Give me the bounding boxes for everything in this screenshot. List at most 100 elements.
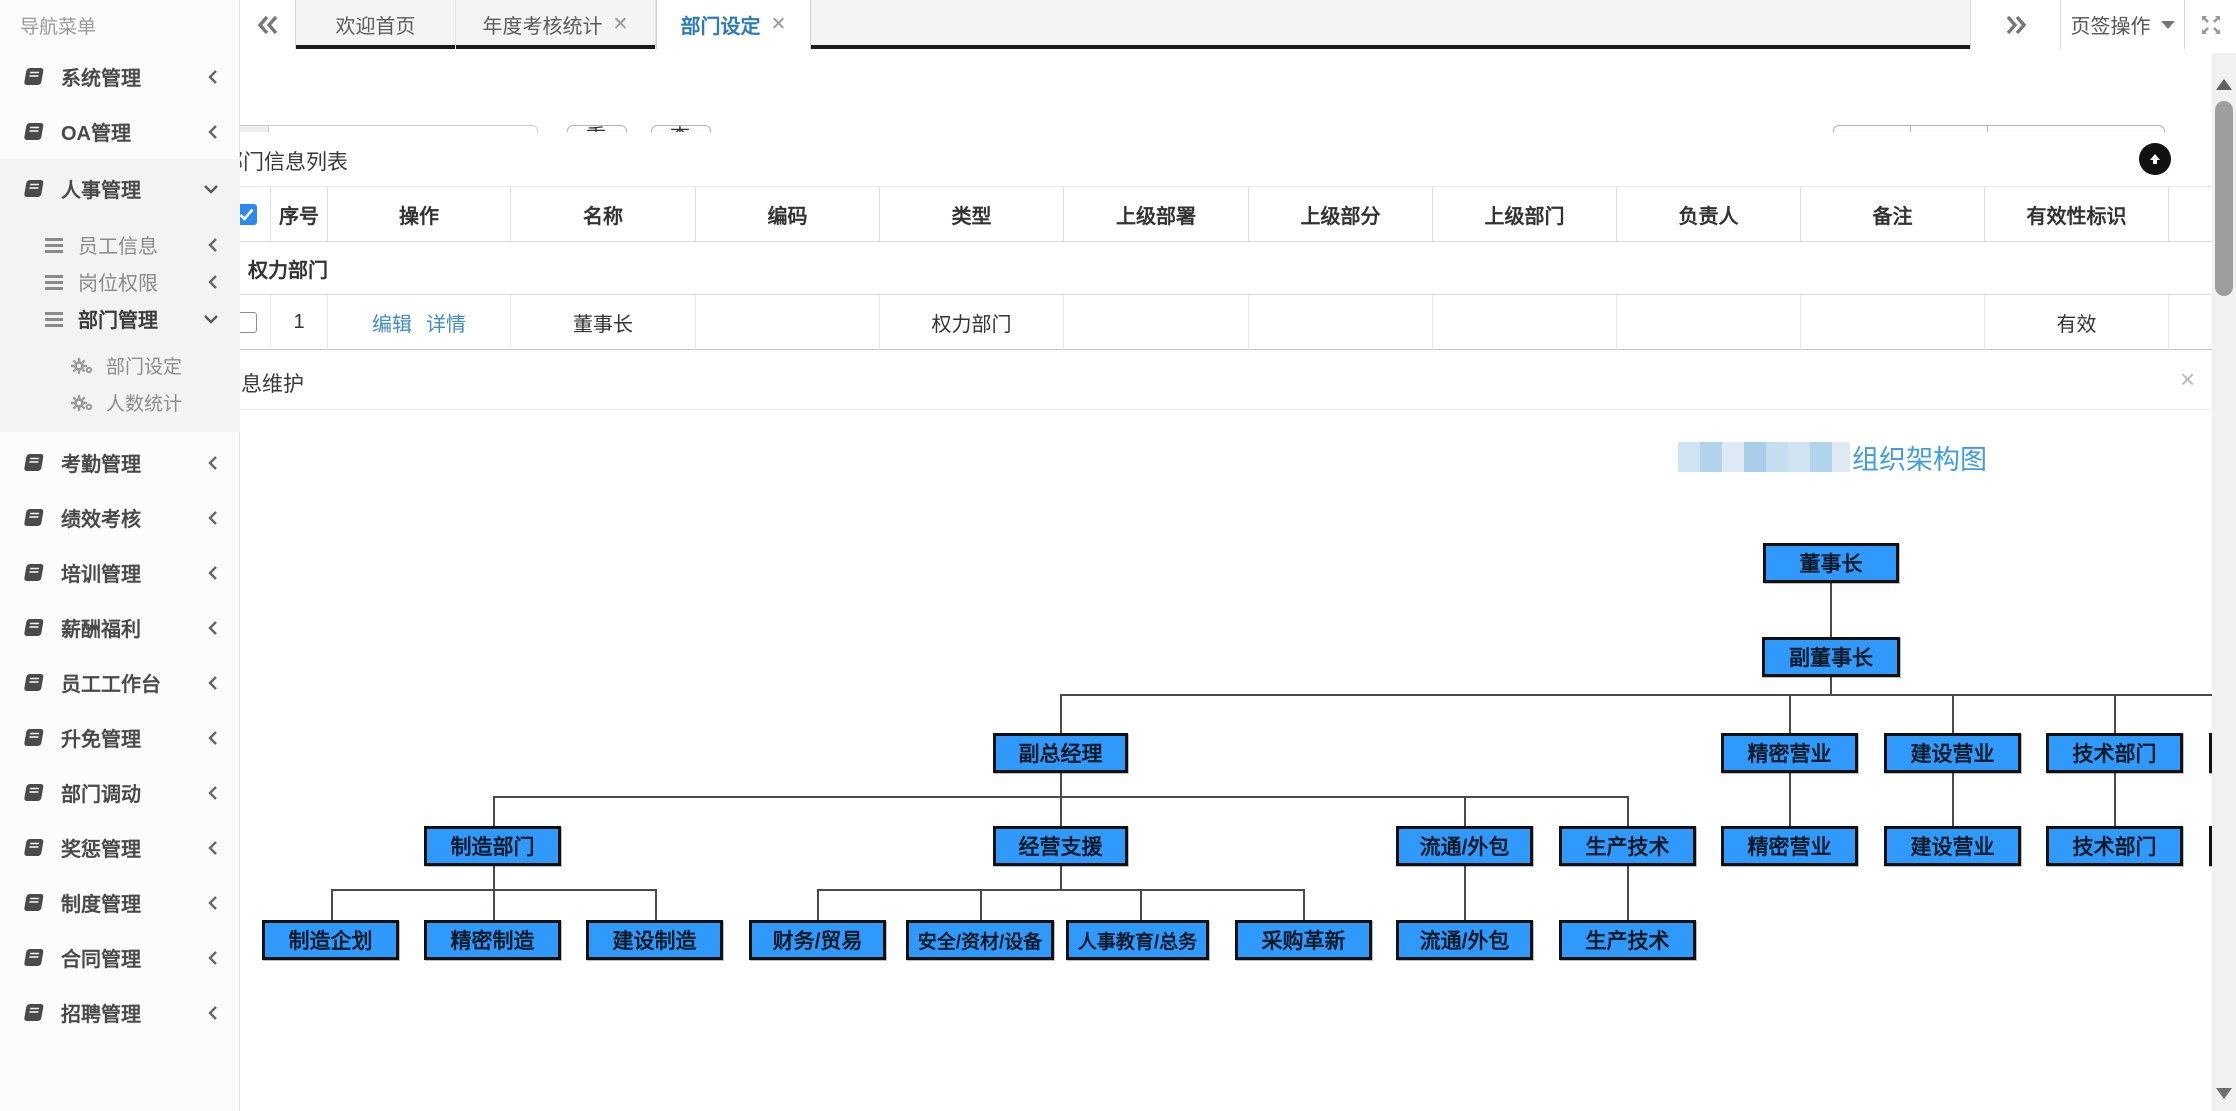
sidebar-item-部门管理[interactable]: 部门管理 (0, 300, 240, 337)
book-icon (24, 673, 45, 692)
org-node-生产技术[interactable]: 生产技术 (1559, 920, 1696, 960)
tab-bar: 欢迎首页年度考核统计✕ 部门设定 ✕ 页签操作 (240, 0, 2236, 49)
book-icon (24, 563, 45, 582)
book-icon (24, 948, 45, 967)
org-node-制造部门[interactable]: 制造部门 (424, 826, 561, 866)
chevron-left-icon (206, 454, 220, 472)
sidebar-item-岗位权限[interactable]: 岗位权限 (0, 263, 240, 300)
scrollbar-thumb[interactable] (2215, 101, 2233, 296)
org-node-建设营业[interactable]: 建设营业 (1884, 733, 2021, 773)
tab-label: 部门设定 (680, 16, 761, 38)
sidebar-item-系统管理[interactable]: 系统管理 (0, 49, 240, 104)
org-node-精密制造[interactable]: 精密制造 (424, 920, 561, 960)
sidebar-item-升免管理[interactable]: 升免管理 (0, 710, 240, 765)
collapse-panel-button[interactable] (2139, 143, 2171, 175)
tab-close-icon[interactable]: ✕ (612, 14, 629, 35)
org-connector-line (1789, 773, 1791, 826)
sidebar-item-招聘管理[interactable]: 招聘管理 (0, 985, 240, 1040)
org-node-精密营业[interactable]: 精密营业 (1721, 733, 1858, 773)
select-all-checkbox[interactable] (235, 204, 257, 225)
org-node-生产技术[interactable]: 生产技术 (1559, 826, 1696, 866)
book-icon (24, 453, 45, 472)
org-connector-line (2114, 773, 2116, 826)
org-node-clipped[interactable] (2209, 733, 2212, 773)
org-node-经营支援[interactable]: 经营支援 (993, 826, 1128, 866)
sidebar-item-部门调动[interactable]: 部门调动 (0, 765, 240, 820)
sidebar-item-员工工作台[interactable]: 员工工作台 (0, 655, 240, 710)
sidebar-item-薪酬福利[interactable]: 薪酬福利 (0, 600, 240, 655)
fullscreen-toggle-button[interactable] (2184, 0, 2236, 49)
vertical-scrollbar[interactable] (2212, 53, 2236, 1111)
org-node-精密营业[interactable]: 精密营业 (1721, 826, 1858, 866)
org-node-流通/外包[interactable]: 流通/外包 (1396, 920, 1533, 960)
sidebar-item-label: OA管理 (61, 123, 131, 145)
org-node-流通/外包[interactable]: 流通/外包 (1396, 826, 1533, 866)
org-chart: 组织架构图 董事长副董事长副总经理精密营业建设营业技术部门制造部门经营支援流通/… (0, 410, 2212, 1111)
column-header-上级部分: 上级部分 (1249, 187, 1433, 242)
tabs-scroll-left-button[interactable] (240, 0, 296, 49)
tabs-scroll-right-button[interactable] (1970, 0, 2060, 49)
sidebar-item-奖惩管理[interactable]: 奖惩管理 (0, 820, 240, 875)
org-node-clipped[interactable] (2209, 826, 2212, 866)
tab-actions-dropdown[interactable]: 页签操作 (2060, 0, 2184, 49)
org-node-安全/资材/设备[interactable]: 安全/资材/设备 (906, 920, 1054, 960)
org-node-技术部门[interactable]: 技术部门 (2046, 733, 2183, 773)
sidebar-item-培训管理[interactable]: 培训管理 (0, 545, 240, 600)
sidebar-item-员工信息[interactable]: 员工信息 (0, 226, 240, 263)
org-connector-line (1060, 694, 1062, 733)
org-connector-line (1952, 694, 1954, 733)
org-node-副董事长[interactable]: 副董事长 (1762, 637, 1900, 677)
redacted-company-name (1678, 442, 1850, 472)
sidebar-item-制度管理[interactable]: 制度管理 (0, 875, 240, 930)
column-header-操作: 操作 (328, 187, 511, 242)
double-chevron-right-icon (2004, 14, 2028, 36)
edit-link[interactable]: 编辑 (372, 314, 412, 336)
sidebar-item-label: 绩效考核 (61, 509, 141, 531)
chevron-left-icon (206, 949, 220, 967)
book-icon (24, 67, 45, 86)
arrow-up-icon (2147, 151, 2163, 167)
sidebar-item-人事管理[interactable]: 人事管理 (0, 161, 240, 216)
department-list-title: 部门信息列表 (222, 151, 348, 174)
sidebar-item-部门设定[interactable]: 部门设定 (0, 347, 240, 384)
chevron-left-icon (206, 509, 220, 527)
table-group-row: 权力部门 (0, 242, 2212, 295)
org-node-财务/贸易[interactable]: 财务/贸易 (749, 920, 886, 960)
book-icon (24, 783, 45, 802)
org-node-人事教育/总务[interactable]: 人事教育/总务 (1066, 920, 1209, 960)
org-node-建设营业[interactable]: 建设营业 (1884, 826, 2021, 866)
sidebar-item-人数统计[interactable]: 人数统计 (0, 384, 240, 421)
tab-close-icon[interactable]: ✕ (770, 14, 787, 35)
sidebar-item-考勤管理[interactable]: 考勤管理 (0, 435, 240, 490)
close-icon[interactable]: × (2180, 364, 2196, 394)
org-node-采购革新[interactable]: 采购革新 (1235, 920, 1372, 960)
data-cell (696, 295, 880, 350)
scroll-down-arrow-icon[interactable] (2216, 1088, 2232, 1099)
org-node-副总经理[interactable]: 副总经理 (993, 733, 1128, 773)
org-connector-line (1830, 583, 1832, 637)
sidebar-item-label: 部门设定 (106, 357, 183, 378)
sidebar-item-label: 人数统计 (106, 394, 183, 415)
tab-部门设定[interactable]: 部门设定 ✕ (656, 0, 811, 49)
sidebar-item-合同管理[interactable]: 合同管理 (0, 930, 240, 985)
org-node-制造企划[interactable]: 制造企划 (262, 920, 399, 960)
actions-cell: 编辑详情 (328, 295, 511, 350)
tab-欢迎首页[interactable]: 欢迎首页 (296, 0, 456, 49)
org-node-建设制造[interactable]: 建设制造 (586, 920, 723, 960)
column-header-名称: 名称 (511, 187, 696, 242)
tab-年度考核统计[interactable]: 年度考核统计✕ (456, 0, 656, 49)
detail-link[interactable]: 详情 (426, 314, 466, 336)
org-node-技术部门[interactable]: 技术部门 (2046, 826, 2183, 866)
column-header-序号: 序号 (271, 187, 328, 242)
sidebar-item-label: 合同管理 (61, 949, 141, 971)
scroll-up-arrow-icon[interactable] (2216, 79, 2232, 90)
tab-bar-right-controls: 页签操作 (1970, 0, 2236, 49)
sidebar-item-OA管理[interactable]: OA管理 (0, 104, 240, 159)
chevron-left-icon (206, 236, 220, 254)
org-node-董事长[interactable]: 董事长 (1763, 543, 1899, 583)
sidebar-item-绩效考核[interactable]: 绩效考核 (0, 490, 240, 545)
book-icon (24, 893, 45, 912)
valid-cell: 有效 (1985, 295, 2169, 350)
